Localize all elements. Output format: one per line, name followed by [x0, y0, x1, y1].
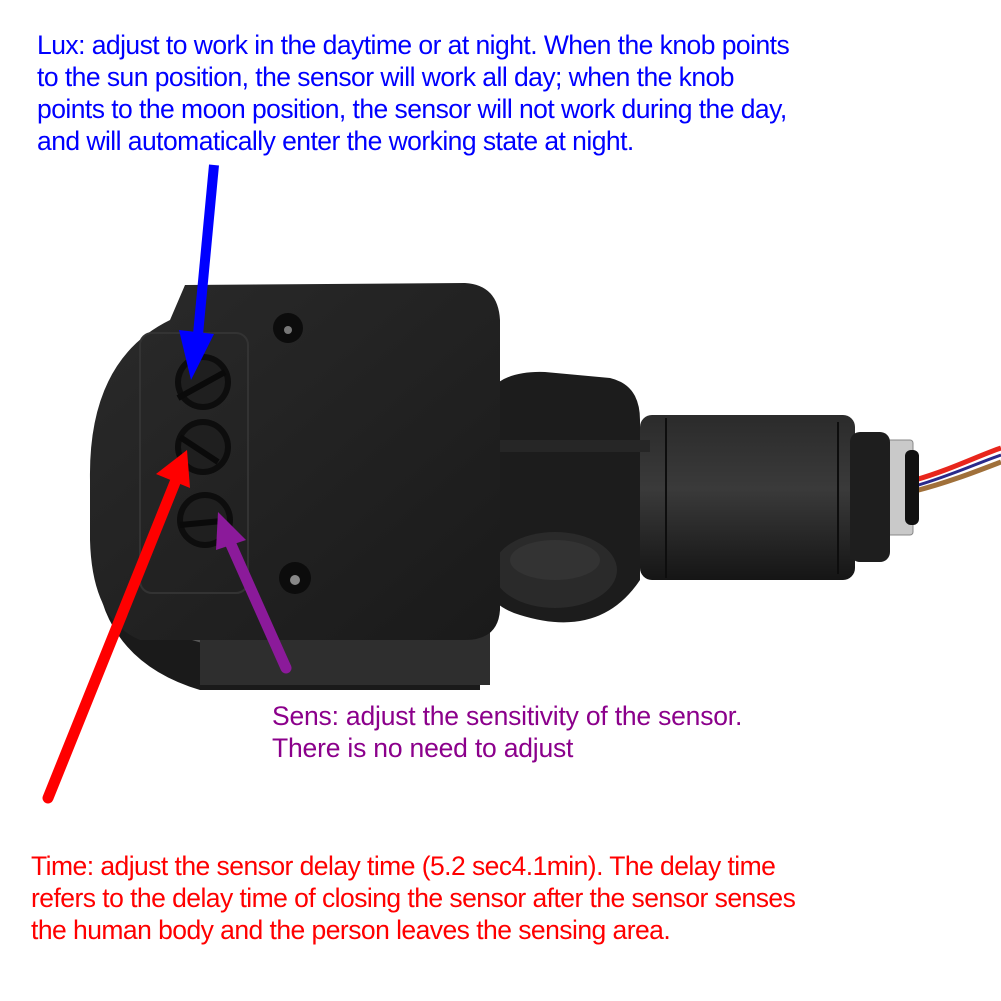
time-arrow: [42, 450, 190, 804]
sensor-housing: [89, 283, 500, 640]
sens-description: Sens: adjust the sensitivity of the sens…: [272, 701, 743, 763]
swivel-joint: [478, 371, 650, 623]
lux-arrow: [179, 164, 219, 380]
lux-description: Lux: adjust to work in the daytime or at…: [37, 30, 790, 156]
knob-time: [175, 419, 231, 475]
knob-lux: [175, 354, 231, 410]
sensor-cylinder: [640, 415, 890, 580]
wires: [914, 445, 1001, 494]
sens-arrow: [216, 512, 292, 674]
time-description: Time: adjust the sensor delay time (5.2 …: [31, 851, 796, 945]
hex-nut: [884, 439, 919, 536]
